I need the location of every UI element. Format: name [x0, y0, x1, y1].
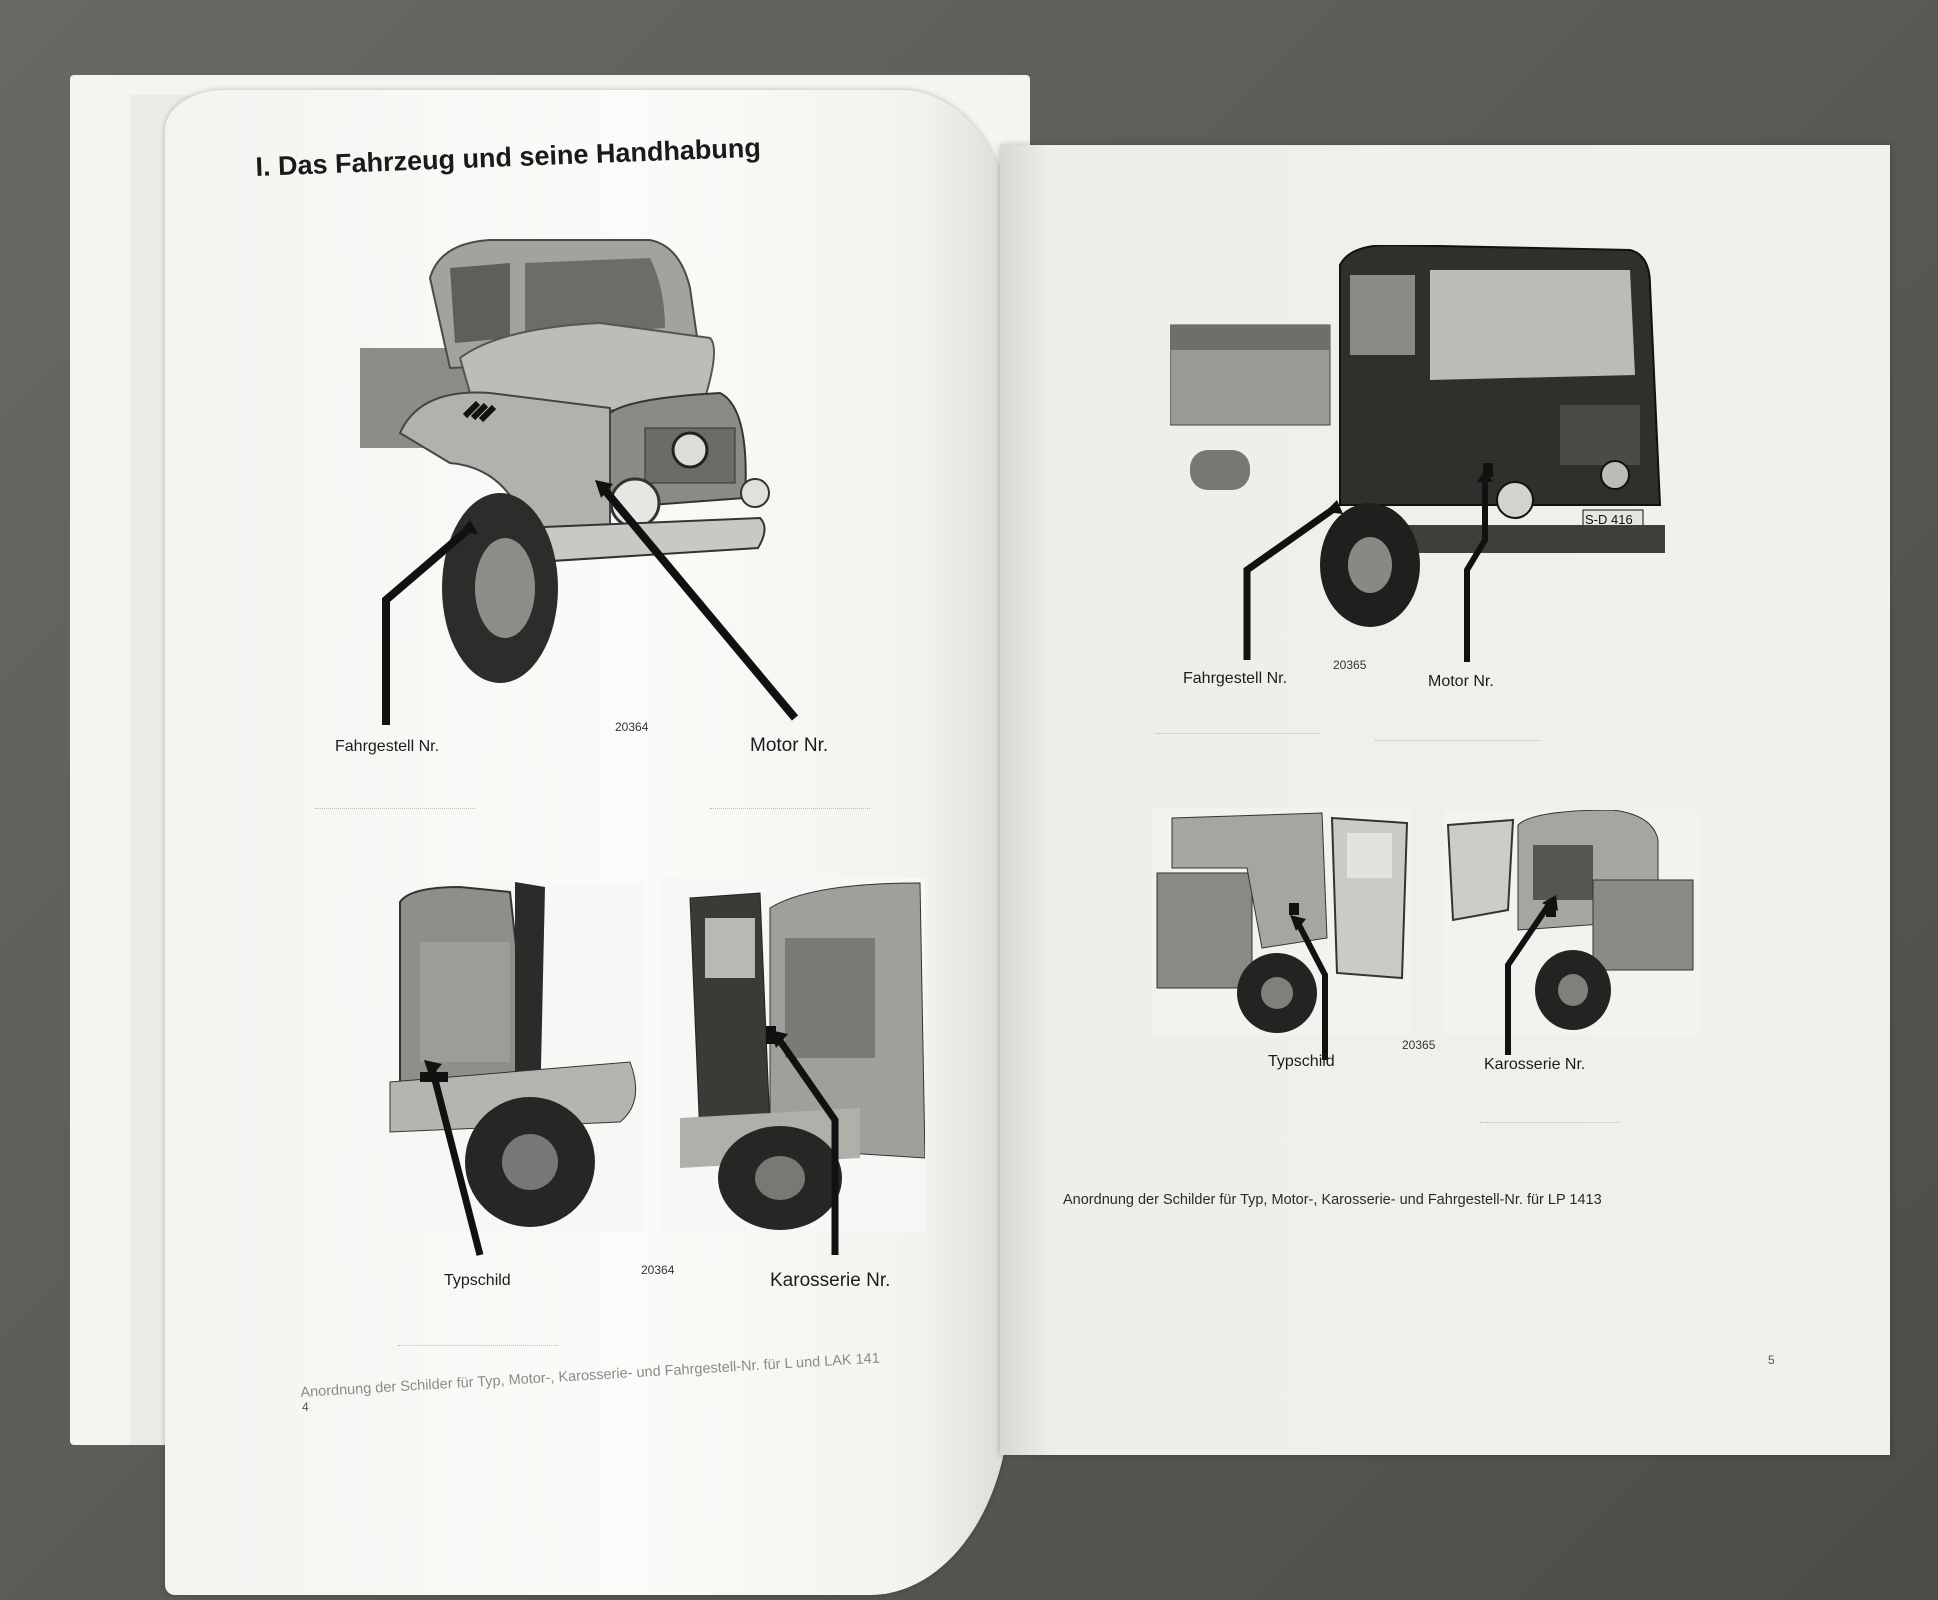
dotted-rule	[1375, 740, 1540, 741]
body-number-arrow-left	[770, 1030, 839, 1255]
right-label-engine-number: Motor Nr.	[1428, 673, 1494, 690]
left-label-body-number: Karosserie Nr.	[770, 1270, 891, 1291]
left-photo-code-top: 20364	[615, 720, 649, 734]
left-label-chassis-number: Fahrgestell Nr.	[335, 738, 440, 755]
chassis-arrow	[382, 520, 478, 725]
cab-lp1413-right-photo	[1443, 810, 1699, 1036]
truck-lp1413-front-photo: S-D 416	[1170, 245, 1695, 630]
type-plate-arrow-left	[424, 1060, 484, 1256]
engine-arrow	[595, 480, 799, 721]
right-label-type-plate: Typschild	[1268, 1053, 1335, 1070]
truck-front-photo	[360, 228, 920, 693]
left-label-type-plate: Typschild	[444, 1272, 511, 1289]
engine-arrow-right	[1464, 470, 1493, 662]
chassis-arrow-right	[1243, 500, 1343, 660]
dotted-rule	[398, 1345, 558, 1346]
type-plate-arrow-right	[1290, 915, 1328, 1060]
right-label-chassis-number: Fahrgestell Nr.	[1183, 670, 1288, 687]
right-page-caption: Anordnung der Schilder für Typ, Motor-, …	[1063, 1192, 1602, 1208]
right-label-body-number: Karosserie Nr.	[1484, 1056, 1586, 1073]
dotted-rule	[1155, 733, 1320, 734]
dotted-rule	[315, 808, 475, 809]
cab-open-door-left-photo	[380, 882, 645, 1232]
left-page-number: 4	[302, 1400, 309, 1414]
license-plate: S-D 416	[1585, 512, 1633, 527]
cab-lp1413-left-photo	[1152, 808, 1410, 1036]
right-page-number: 5	[1768, 1353, 1775, 1367]
body-number-arrow-right	[1505, 895, 1558, 1055]
right-photo-code-top: 20365	[1333, 658, 1367, 672]
dotted-rule	[1480, 1122, 1620, 1123]
left-label-engine-number: Motor Nr.	[750, 735, 829, 756]
right-photo-code-bottom: 20365	[1402, 1038, 1436, 1052]
dotted-rule	[710, 808, 870, 809]
left-photo-code-bottom: 20364	[641, 1263, 675, 1277]
